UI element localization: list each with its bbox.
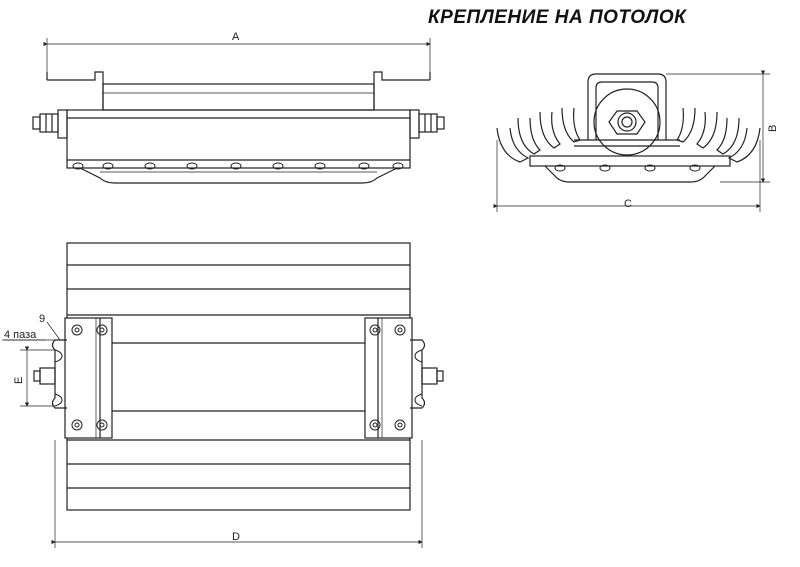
- dimension-e-label: E: [13, 377, 25, 384]
- dimension-c-label: C: [624, 198, 632, 210]
- dimension-b-label: B: [767, 125, 779, 132]
- plan-view: [2, 242, 444, 548]
- dimension-d-label: D: [232, 531, 240, 543]
- dimension-9-label: 9: [39, 313, 45, 325]
- slots-label: 4 паза: [4, 329, 37, 341]
- dimension-a-label: A: [232, 31, 240, 43]
- front-view: [32, 38, 445, 184]
- side-view: [493, 70, 770, 212]
- drawing-title: КРЕПЛЕНИЕ НА ПОТОЛОК: [428, 7, 687, 28]
